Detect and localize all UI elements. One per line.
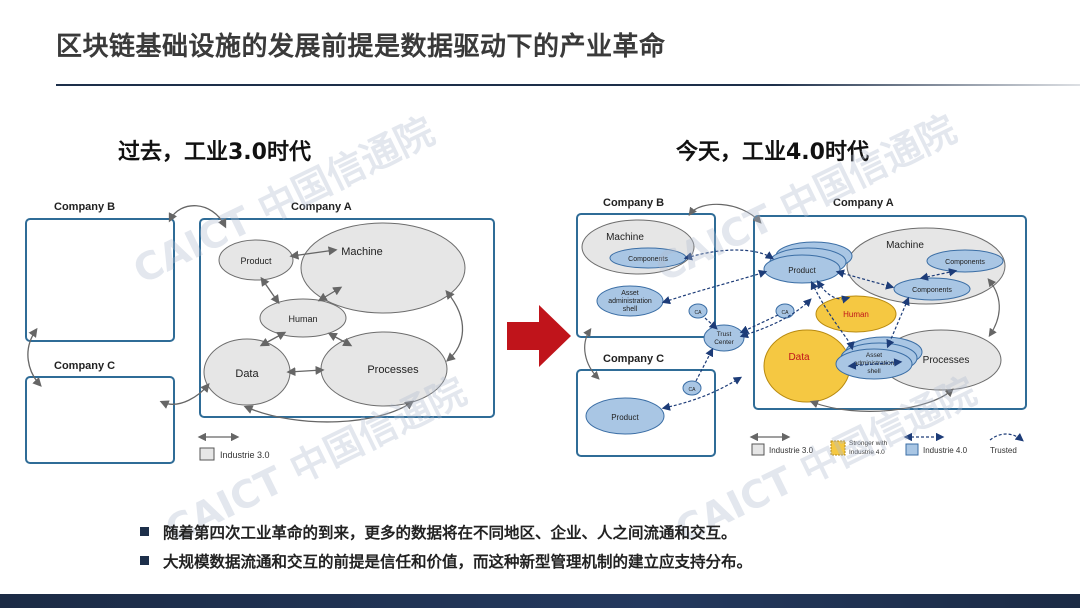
company-b-label: Company B — [603, 197, 664, 209]
data-label: Data — [235, 368, 259, 380]
industrie4-diagram: Company B Company A Company C Machine Co… — [576, 197, 1027, 457]
asset-shell-b-line1: Asset — [621, 290, 639, 297]
ca-label: CA — [689, 387, 697, 393]
legend-stronger-line2: Industrie 4.0 — [849, 449, 885, 456]
product-c-label: Product — [611, 413, 639, 422]
bullet-list: 随着第四次工业革命的到来，更多的数据将在不同地区、企业、人之间流通和交互。 大规… — [140, 519, 752, 577]
legend-trusted-arrow — [989, 432, 1024, 442]
company-c-label: Company C — [54, 360, 115, 372]
right-heading: 今天，工业4.0时代 — [676, 140, 869, 165]
components-a1-node — [926, 249, 1004, 273]
trust-center-node — [703, 324, 745, 352]
trusted-arrows — [661, 249, 958, 411]
asset-shell-b-line2: administration — [608, 298, 652, 305]
machine-label: Machine — [341, 246, 383, 258]
industrie3-diagram: Company B Company A Company C Product Ma… — [25, 201, 495, 464]
machine-b-label: Machine — [606, 232, 644, 243]
legend-industrie3-label: Industrie 3.0 — [769, 446, 814, 455]
asset-shell-a-line1: Asset — [866, 352, 882, 359]
transition-arrow-icon — [507, 305, 571, 367]
legend-stronger-swatch — [830, 440, 846, 456]
product-node — [218, 239, 294, 281]
machine-node — [300, 222, 466, 314]
bullet-item: 随着第四次工业革命的到来，更多的数据将在不同地区、企业、人之间流通和交互。 — [140, 519, 752, 548]
relation-arrows — [27, 205, 464, 423]
asset-shell-a-line2: administration — [854, 360, 895, 367]
asset-shell-a-line3: shell — [867, 368, 881, 375]
bullet-square-icon — [140, 527, 149, 536]
asset-shell-b-line3: shell — [623, 306, 638, 313]
ca-label: CA — [695, 310, 703, 316]
components-b-label: Components — [628, 256, 668, 263]
human-label: Human — [288, 314, 317, 324]
company-c-box — [25, 376, 175, 464]
product-label: Product — [240, 256, 272, 266]
legend-industrie4-swatch — [905, 443, 919, 456]
company-a-label: Company A — [291, 201, 352, 213]
bullet-text: 随着第四次工业革命的到来，更多的数据将在不同地区、企业、人之间流通和交互。 — [163, 524, 737, 542]
human-node — [259, 298, 347, 338]
data-label: Data — [788, 352, 810, 363]
processes-label: Processes — [367, 364, 419, 376]
legend-stronger-line1: Stronger with — [849, 440, 888, 447]
legend-industrie3-swatch — [751, 443, 765, 456]
human-label: Human — [843, 310, 869, 319]
trust-center-line1: Trust — [717, 331, 732, 338]
components-a2-label: Components — [912, 287, 952, 294]
trust-center-line2: Center — [714, 339, 734, 346]
relation-arrows — [583, 203, 1000, 412]
company-b-label: Company B — [54, 201, 115, 213]
bullet-text: 大规模数据流通和交互的前提是信任和价值，而这种新型管理机制的建立应支持分布。 — [163, 553, 753, 571]
legend-swatch — [199, 447, 215, 461]
left-heading: 过去，工业3.0时代 — [118, 140, 311, 165]
company-c-label: Company C — [603, 353, 664, 365]
legend-industrie4-label: Industrie 4.0 — [923, 446, 968, 455]
processes-label: Processes — [923, 355, 970, 366]
footer-band — [0, 594, 1080, 608]
title-underline — [56, 84, 1080, 86]
product-c-node — [585, 397, 665, 435]
bullet-item: 大规模数据流通和交互的前提是信任和价值，而这种新型管理机制的建立应支持分布。 — [140, 548, 752, 577]
product-a-node — [763, 254, 841, 284]
components-a1-label: Components — [945, 259, 985, 266]
company-a-label: Company A — [833, 197, 894, 209]
slide-title: 区块链基础设施的发展前提是数据驱动下的产业革命 — [56, 32, 666, 62]
machine-a-label: Machine — [886, 240, 924, 251]
company-b-box — [25, 218, 175, 342]
legend-label: Industrie 3.0 — [220, 450, 270, 460]
ca-label: CA — [782, 310, 790, 316]
bullet-square-icon — [140, 556, 149, 565]
product-a-label: Product — [788, 266, 816, 275]
legend-trusted-label: Trusted — [990, 446, 1017, 455]
